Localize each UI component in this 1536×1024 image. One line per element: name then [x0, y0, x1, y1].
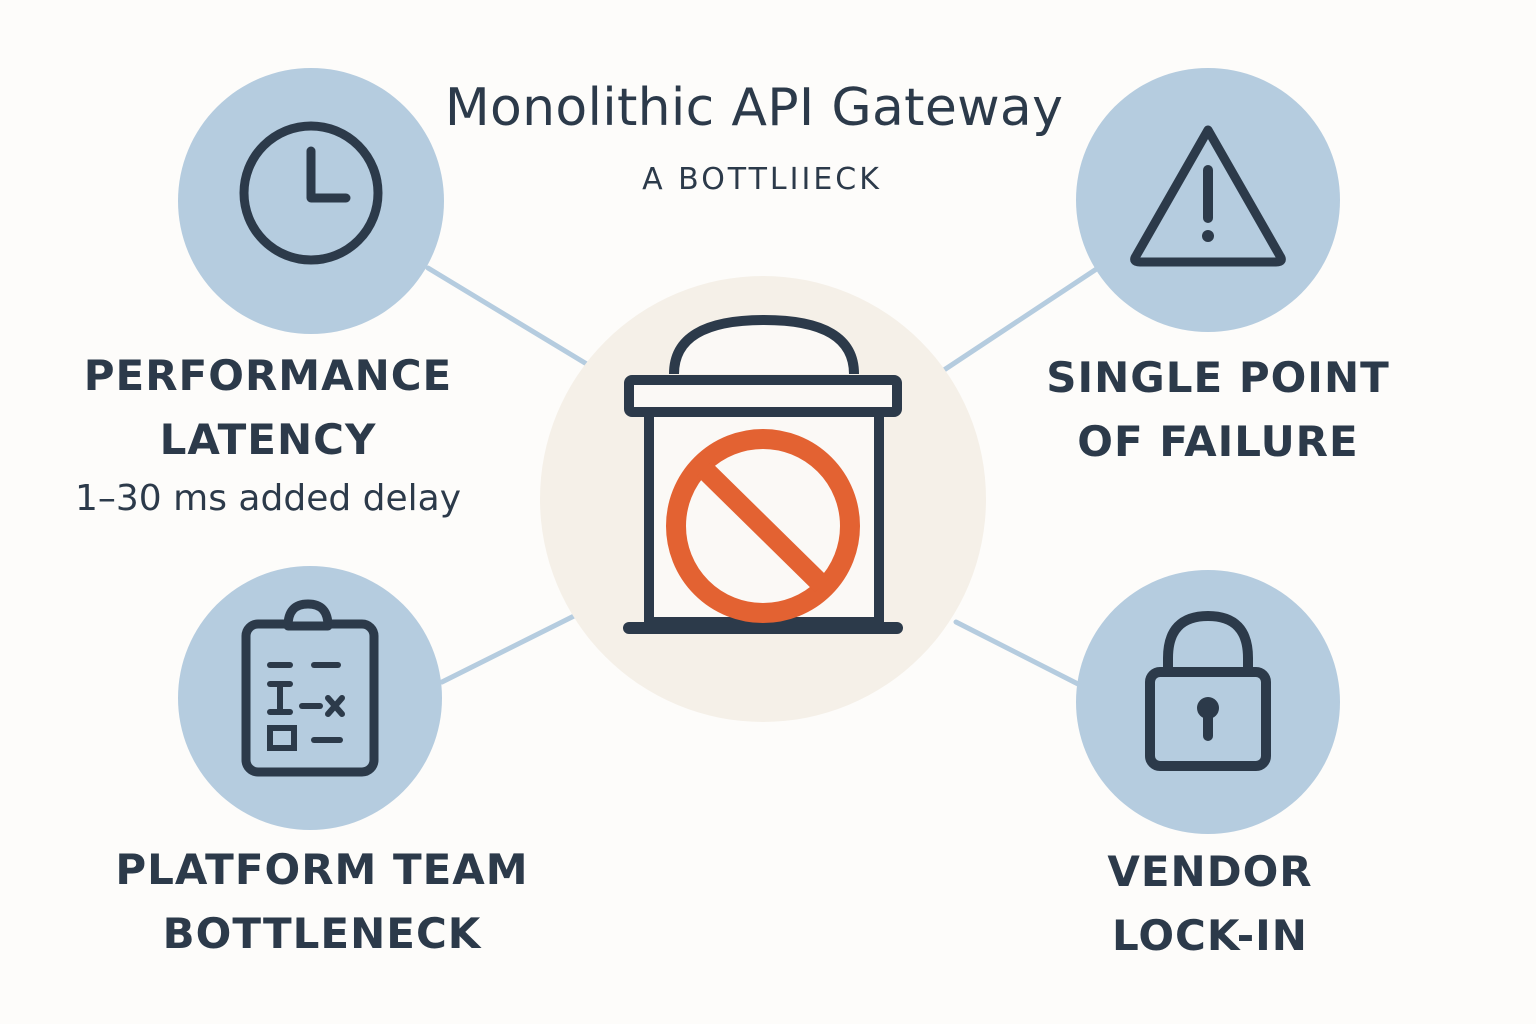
vendor-node [1076, 570, 1340, 834]
diagram-title: Monolithic API Gateway [0, 78, 1536, 138]
connector-spof [941, 265, 1101, 373]
center-gateway-node [540, 276, 986, 722]
vendor-label-line1: VENDOR [1107, 847, 1313, 896]
blocked-gateway-icon [623, 315, 903, 634]
vendor-label: VENDOR LOCK-IN [990, 840, 1430, 968]
connector-performance [425, 265, 593, 369]
diagram-subtitle: A BOTTLIIECK [0, 162, 1536, 197]
spof-label-line2: OF FAILURE [1077, 417, 1359, 466]
performance-label-line1: PERFORMANCE [83, 351, 453, 400]
connector-platform [439, 611, 581, 685]
performance-note: 1–30 ms added delay [75, 478, 461, 519]
platform-label-line2: BOTTLENECK [162, 909, 482, 958]
spof-node [1076, 68, 1340, 332]
no-entry-icon [666, 429, 860, 623]
performance-label-line2: LATENCY [159, 415, 377, 464]
connector-vendor [953, 619, 1081, 687]
vendor-label-line2: LOCK-IN [1112, 911, 1308, 960]
clipboard-icon [241, 599, 379, 777]
platform-label-line1: PLATFORM TEAM [115, 845, 529, 894]
warning-triangle-icon [1130, 125, 1286, 267]
subtitle-text: A BOTTLIIECK [642, 162, 882, 197]
padlock-icon [1145, 610, 1271, 771]
title-text: Monolithic API Gateway [444, 78, 1064, 138]
spof-label: SINGLE POINT OF FAILURE [1000, 346, 1436, 474]
performance-node [178, 68, 444, 334]
performance-label: PERFORMANCE LATENCY [48, 344, 488, 472]
platform-node [178, 566, 442, 830]
spof-label-line1: SINGLE POINT [1046, 353, 1390, 402]
clock-icon [239, 121, 383, 265]
platform-label: PLATFORM TEAM BOTTLENECK [100, 838, 544, 966]
